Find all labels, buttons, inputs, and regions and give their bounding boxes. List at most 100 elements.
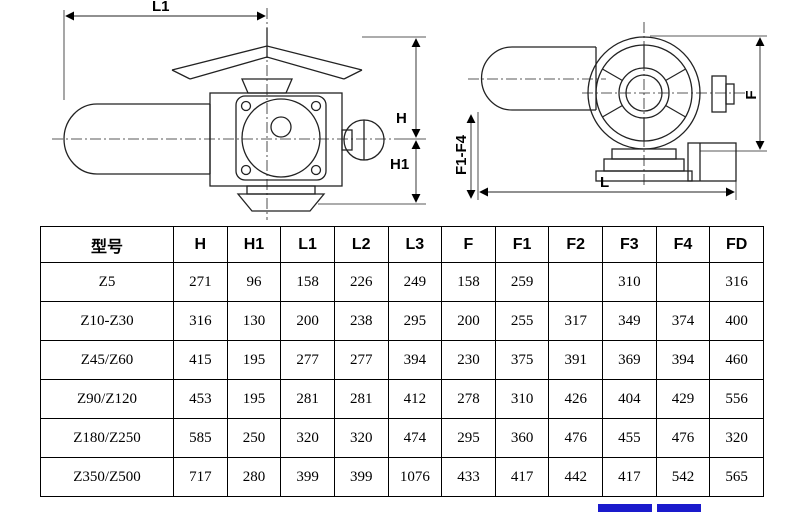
dim-cell: 433 (441, 457, 496, 497)
dim-cell: 320 (333, 418, 389, 458)
hub-inner (625, 74, 663, 112)
dim-cell: 391 (548, 340, 603, 380)
dim-cell: 415 (173, 340, 228, 380)
dim-cell: 200 (280, 301, 335, 341)
col-header: L3 (387, 226, 443, 263)
drawing-area: L1 H H1 (0, 0, 802, 226)
dim-cell: 417 (494, 457, 550, 497)
connector-block (711, 75, 727, 113)
dim-cell: 249 (387, 262, 443, 302)
dim-label-h1: H1 (390, 156, 409, 173)
dim-cell: 474 (387, 418, 443, 458)
dim-cell: 375 (494, 340, 550, 380)
base-plate (595, 170, 693, 182)
dim-cell: 200 (441, 301, 496, 341)
dim-cell: 295 (387, 301, 443, 341)
dim-cell: 230 (441, 340, 496, 380)
col-header: F4 (655, 226, 711, 263)
col-header: F1 (494, 226, 550, 263)
dim-cell: 281 (333, 379, 389, 419)
flange-neck (246, 185, 316, 195)
col-header: L1 (280, 226, 335, 263)
dim-label-f1f4: F1-F4 (453, 134, 470, 175)
col-header: F3 (602, 226, 657, 263)
center-boss (270, 116, 292, 138)
dim-label-l: L (600, 174, 609, 191)
dim-cell: 442 (548, 457, 603, 497)
dim-cell: 277 (333, 340, 389, 380)
dim-cell: 429 (655, 379, 711, 419)
dim-cell: 460 (709, 340, 764, 380)
dim-cell: 412 (387, 379, 443, 419)
dim-cell: 394 (655, 340, 711, 380)
col-header-model: 型号 (40, 226, 174, 263)
dim-cell: 158 (280, 262, 335, 302)
dim-cell: 226 (333, 262, 389, 302)
front-view: L1 H H1 (52, 0, 426, 220)
dim-cell: 295 (441, 418, 496, 458)
dim-cell: 320 (280, 418, 335, 458)
spoke-lower (189, 56, 345, 80)
model-cell: Z45/Z60 (40, 340, 174, 380)
dim-cell: 455 (602, 418, 657, 458)
dim-cell: 320 (709, 418, 764, 458)
spoke-upper (171, 45, 363, 71)
actuator-drawing: L1 H H1 (52, 0, 767, 220)
dim-cell: 476 (548, 418, 603, 458)
dim-cell: 310 (602, 262, 657, 302)
dim-cell: 417 (602, 457, 657, 497)
dim-cell: 96 (226, 262, 282, 302)
dim-label-f: F (743, 90, 760, 99)
col-header: F2 (548, 226, 603, 263)
bolt-hole (240, 100, 252, 112)
dim-cell: 195 (226, 340, 282, 380)
dim-cell: 349 (602, 301, 657, 341)
dim-cell: 316 (709, 262, 764, 302)
dim-cell: 195 (226, 379, 282, 419)
dim-cell: 317 (548, 301, 603, 341)
dim-cell: 399 (333, 457, 389, 497)
face-circle (241, 98, 321, 178)
dim-cell (655, 262, 711, 302)
dim-cell: 158 (441, 262, 496, 302)
model-cell: Z180/Z250 (40, 418, 174, 458)
model-cell: Z350/Z500 (40, 457, 174, 497)
face-plate (235, 95, 327, 181)
dim-cell: 717 (173, 457, 228, 497)
gear-housing (209, 92, 343, 187)
dim-label-l1: L1 (152, 0, 170, 15)
blue-scrollbar-segment (598, 504, 652, 512)
col-header: H1 (226, 226, 282, 263)
dim-cell: 565 (709, 457, 764, 497)
dim-cell: 426 (548, 379, 603, 419)
dim-cell: 277 (280, 340, 335, 380)
dim-cell: 259 (494, 262, 550, 302)
dim-cell: 250 (226, 418, 282, 458)
motor-body (63, 103, 210, 175)
dim-cell: 360 (494, 418, 550, 458)
dim-label-h: H (396, 110, 407, 127)
dim-cell: 585 (173, 418, 228, 458)
flange (236, 193, 326, 212)
model-cell: Z90/Z120 (40, 379, 174, 419)
dim-cell (548, 262, 603, 302)
dim-cell: 369 (602, 340, 657, 380)
dim-cell: 476 (655, 418, 711, 458)
dim-cell: 278 (441, 379, 496, 419)
dim-cell: 394 (387, 340, 443, 380)
model-cell: Z5 (40, 262, 174, 302)
dim-cell: 542 (655, 457, 711, 497)
dim-cell: 404 (602, 379, 657, 419)
col-header: H (173, 226, 228, 263)
dim-cell: 255 (494, 301, 550, 341)
dim-cell: 556 (709, 379, 764, 419)
bolt-hole (310, 164, 322, 176)
